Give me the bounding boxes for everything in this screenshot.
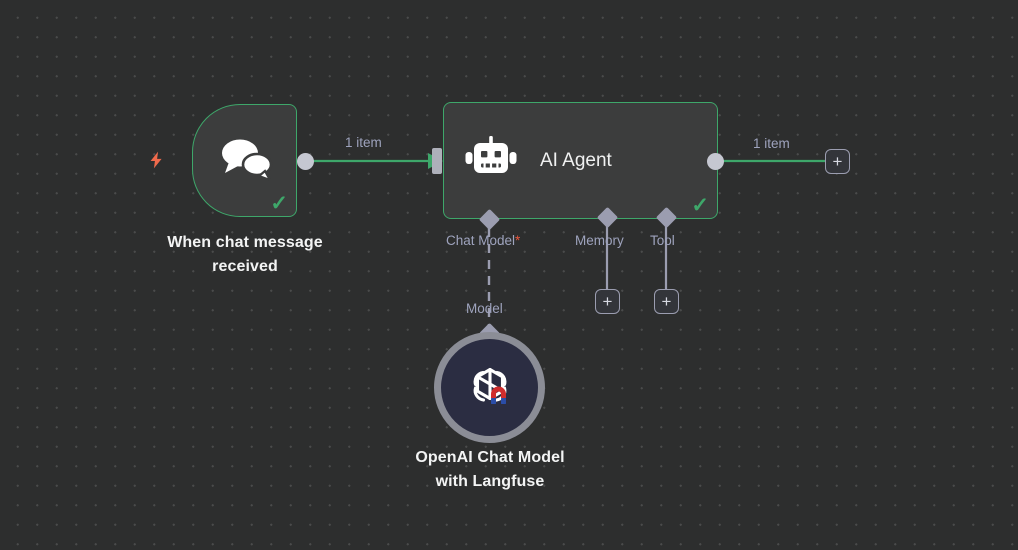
port-agent-output[interactable] bbox=[707, 153, 724, 170]
connection-label-trigger-to-agent: 1 item bbox=[345, 135, 382, 150]
node-title-openai: OpenAI Chat Model with Langfuse bbox=[415, 449, 565, 490]
port-agent-input[interactable] bbox=[432, 148, 442, 174]
robot-icon bbox=[464, 134, 518, 187]
agent-status-check-icon: ✓ bbox=[691, 194, 709, 217]
chat-bubbles-icon bbox=[219, 135, 277, 186]
add-tool-button[interactable]: + bbox=[654, 289, 679, 314]
connection-label-model: Model bbox=[466, 301, 503, 316]
trigger-status-check-icon: ✓ bbox=[270, 192, 288, 215]
lightning-bolt-icon bbox=[146, 147, 166, 173]
sub-connector-label-memory: Memory bbox=[575, 233, 624, 248]
add-memory-button[interactable]: + bbox=[595, 289, 620, 314]
node-openai-chat-model[interactable] bbox=[434, 332, 545, 443]
node-ai-agent[interactable]: AI Agent ✓ bbox=[443, 102, 718, 219]
node-title-trigger: When chat message received bbox=[167, 234, 323, 275]
langfuse-magnet-icon bbox=[490, 386, 506, 404]
sub-connector-label-tool: Tool bbox=[650, 233, 675, 248]
required-asterisk: * bbox=[515, 233, 521, 248]
openai-logo-icon bbox=[473, 367, 506, 404]
connection-label-agent-output: 1 item bbox=[753, 136, 790, 151]
port-trigger-output[interactable] bbox=[297, 153, 314, 170]
chat-model-text: Chat Model bbox=[446, 233, 516, 248]
add-node-button-output[interactable]: + bbox=[825, 149, 850, 174]
node-when-chat-message-received[interactable]: ✓ bbox=[192, 104, 297, 217]
node-label-ai-agent: AI Agent bbox=[540, 149, 612, 171]
sub-connector-label-chat-model: Chat Model* bbox=[446, 233, 520, 248]
